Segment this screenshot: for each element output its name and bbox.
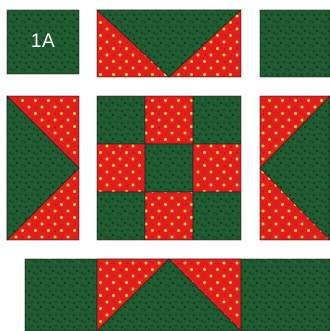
corner-square-top-left xyxy=(7,10,79,74)
corner-square-top-right xyxy=(260,10,330,77)
flying-geese-top xyxy=(97,10,241,77)
flying-geese-bottom xyxy=(25,259,330,331)
flying-geese-left xyxy=(7,96,79,240)
center-nine-patch xyxy=(97,96,241,240)
flying-geese-right xyxy=(260,96,330,240)
